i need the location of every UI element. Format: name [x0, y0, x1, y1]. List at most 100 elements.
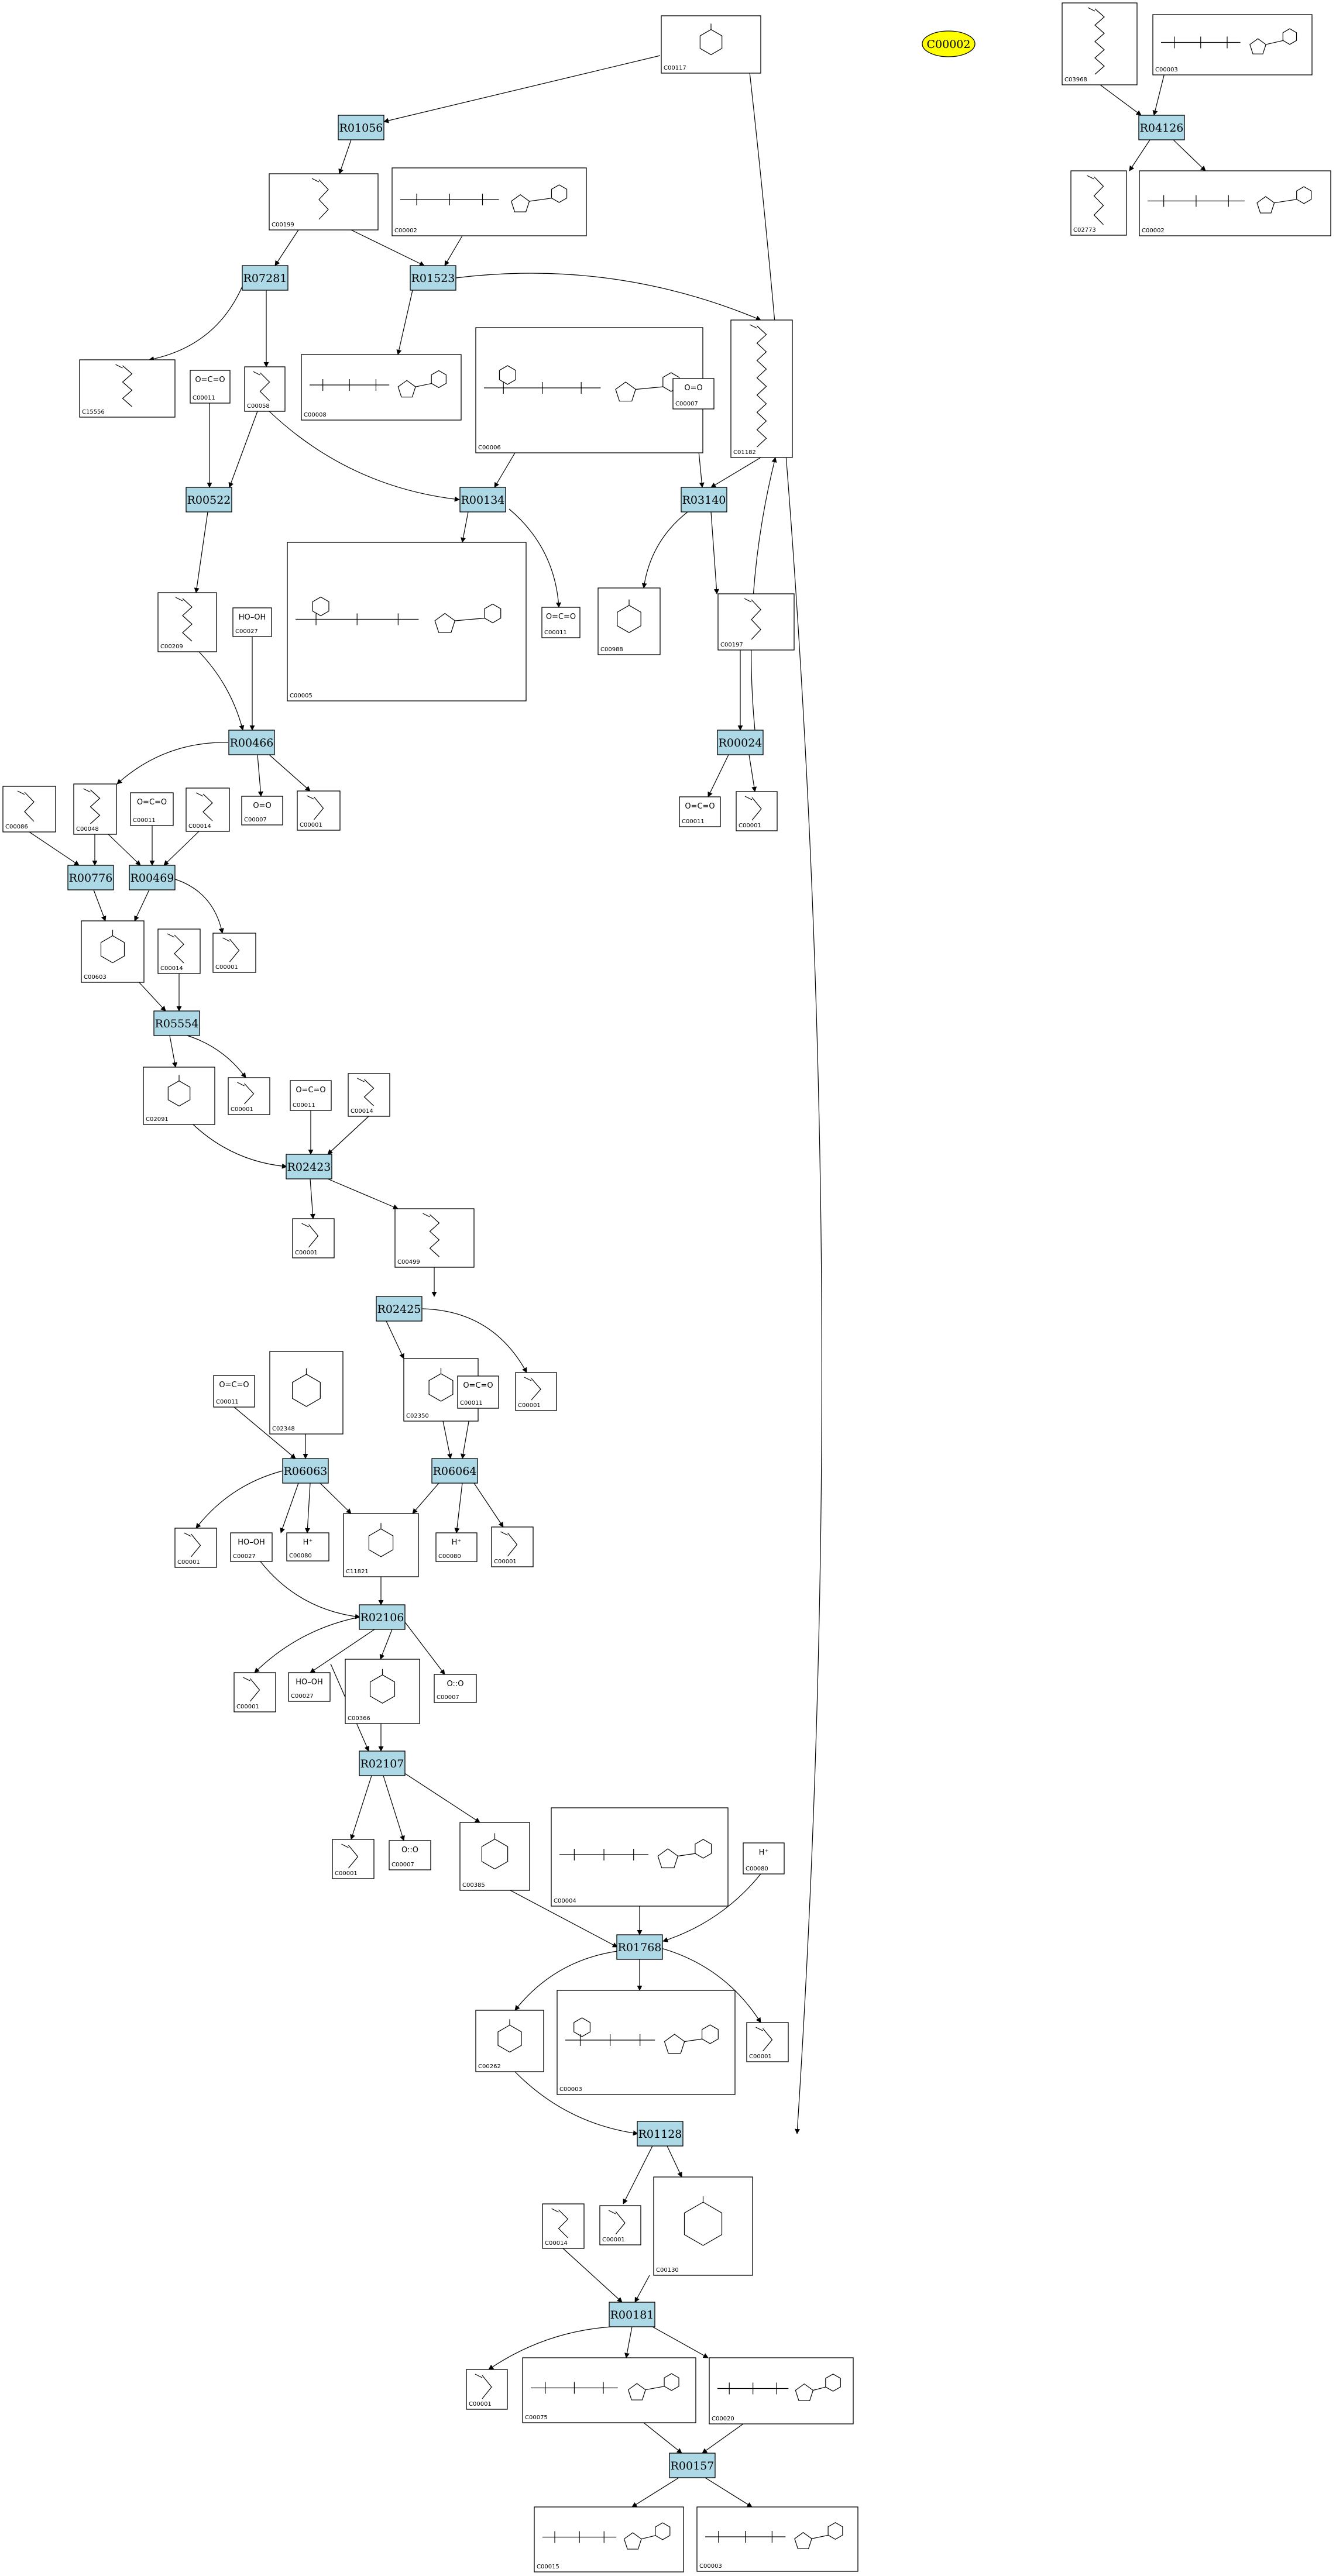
compound-node[interactable]: C00001	[228, 1077, 270, 1115]
highlighted-compound[interactable]: C00002	[922, 30, 976, 57]
compound-node[interactable]: C00015	[534, 2506, 684, 2572]
reaction-node[interactable]: R00776	[67, 865, 114, 890]
compound-box[interactable]	[730, 319, 793, 458]
compound-box[interactable]	[332, 1839, 375, 1879]
compound-box[interactable]	[1070, 170, 1127, 236]
compound-box[interactable]	[679, 796, 721, 827]
compound-box[interactable]	[542, 2203, 585, 2249]
compound-node[interactable]: C00197	[717, 593, 795, 651]
compound-box[interactable]	[241, 796, 283, 826]
compound-box[interactable]	[466, 2369, 508, 2410]
highlighted-compound-ellipse[interactable]	[922, 30, 976, 57]
compound-node[interactable]: C00003	[696, 2506, 858, 2572]
reaction-node[interactable]: R01523	[410, 265, 456, 291]
compound-node[interactable]: H⁺C00080	[743, 1842, 785, 1875]
compound-box[interactable]	[435, 1532, 478, 1562]
compound-node[interactable]: C00048	[73, 783, 117, 835]
reaction-box[interactable]	[242, 265, 289, 291]
reaction-box[interactable]	[153, 1010, 200, 1036]
reaction-box[interactable]	[67, 865, 114, 890]
compound-box[interactable]	[394, 1208, 475, 1268]
reaction-box[interactable]	[359, 1604, 406, 1630]
compound-box[interactable]	[746, 2022, 789, 2062]
compound-node[interactable]: C02773	[1070, 170, 1127, 236]
reaction-box[interactable]	[359, 1750, 406, 1776]
compound-node[interactable]: C00014	[157, 928, 201, 974]
reaction-box[interactable]	[681, 487, 727, 513]
compound-node[interactable]: C00130	[653, 2176, 753, 2276]
compound-box[interactable]	[717, 593, 795, 651]
compound-box[interactable]	[301, 354, 462, 421]
compound-box[interactable]	[297, 790, 341, 831]
compound-node[interactable]: C00499	[394, 1208, 475, 1268]
reaction-node[interactable]: R02423	[286, 1154, 332, 1179]
compound-node[interactable]: C00014	[542, 2203, 585, 2249]
compound-node[interactable]: C00020	[709, 2357, 854, 2424]
compound-node[interactable]: C11821	[343, 1513, 419, 1577]
reaction-box[interactable]	[459, 487, 506, 513]
reaction-box[interactable]	[186, 487, 232, 513]
compound-box[interactable]	[244, 366, 286, 412]
reaction-box[interactable]	[637, 2121, 684, 2147]
compound-node[interactable]: C00001	[746, 2022, 789, 2062]
compound-box[interactable]	[557, 1990, 736, 2095]
compound-node[interactable]: C00001	[515, 1372, 557, 1411]
compound-node[interactable]: C02091	[143, 1067, 215, 1125]
reaction-box[interactable]	[1138, 115, 1185, 140]
reaction-node[interactable]: R00157	[669, 2453, 716, 2478]
compound-node[interactable]: C00001	[233, 1672, 276, 1712]
compound-box[interactable]	[522, 2357, 696, 2423]
compound-box[interactable]	[391, 167, 587, 236]
compound-node[interactable]: C00001	[297, 790, 341, 831]
reaction-box[interactable]	[282, 1458, 329, 1484]
compound-box[interactable]	[1139, 170, 1331, 236]
compound-box[interactable]	[286, 1532, 329, 1562]
compound-box[interactable]	[186, 787, 230, 832]
compound-box[interactable]	[696, 2506, 858, 2572]
compound-box[interactable]	[1062, 2, 1138, 85]
compound-node[interactable]: C00001	[491, 1526, 534, 1567]
compound-node[interactable]: C00003	[1152, 14, 1313, 75]
compound-node[interactable]: C03968	[1062, 2, 1138, 85]
reaction-node[interactable]: R00181	[609, 2302, 655, 2327]
reaction-node[interactable]: R06064	[431, 1458, 478, 1484]
compound-node[interactable]: C00001	[599, 2205, 641, 2245]
compound-node[interactable]: C00366	[345, 1659, 420, 1724]
compound-box[interactable]	[541, 607, 581, 638]
reaction-node[interactable]: R01768	[616, 1934, 663, 1960]
reaction-box[interactable]	[376, 1296, 423, 1322]
compound-box[interactable]	[230, 1532, 273, 1562]
compound-box[interactable]	[457, 1375, 499, 1409]
reaction-node[interactable]: R00024	[717, 730, 764, 755]
reaction-node[interactable]: R01056	[338, 115, 384, 140]
compound-node[interactable]: C00199	[269, 173, 379, 231]
reaction-box[interactable]	[129, 865, 176, 890]
reaction-box[interactable]	[338, 115, 384, 140]
compound-node[interactable]: C00008	[301, 354, 462, 421]
reaction-node[interactable]: R00466	[228, 730, 275, 755]
compound-node[interactable]: C00002	[391, 167, 587, 236]
compound-box[interactable]	[228, 1077, 270, 1115]
compound-box[interactable]	[343, 1513, 419, 1577]
compound-box[interactable]	[434, 1674, 477, 1703]
reaction-box[interactable]	[616, 1934, 663, 1960]
compound-box[interactable]	[292, 1218, 335, 1258]
compound-node[interactable]: C02348	[269, 1351, 344, 1435]
compound-box[interactable]	[157, 592, 217, 652]
compound-node[interactable]: C15556	[79, 359, 176, 418]
compound-box[interactable]	[389, 1840, 431, 1870]
compound-box[interactable]	[233, 1672, 276, 1712]
compound-node[interactable]: H⁺C00080	[435, 1532, 478, 1562]
compound-node[interactable]: C01182	[730, 319, 793, 458]
